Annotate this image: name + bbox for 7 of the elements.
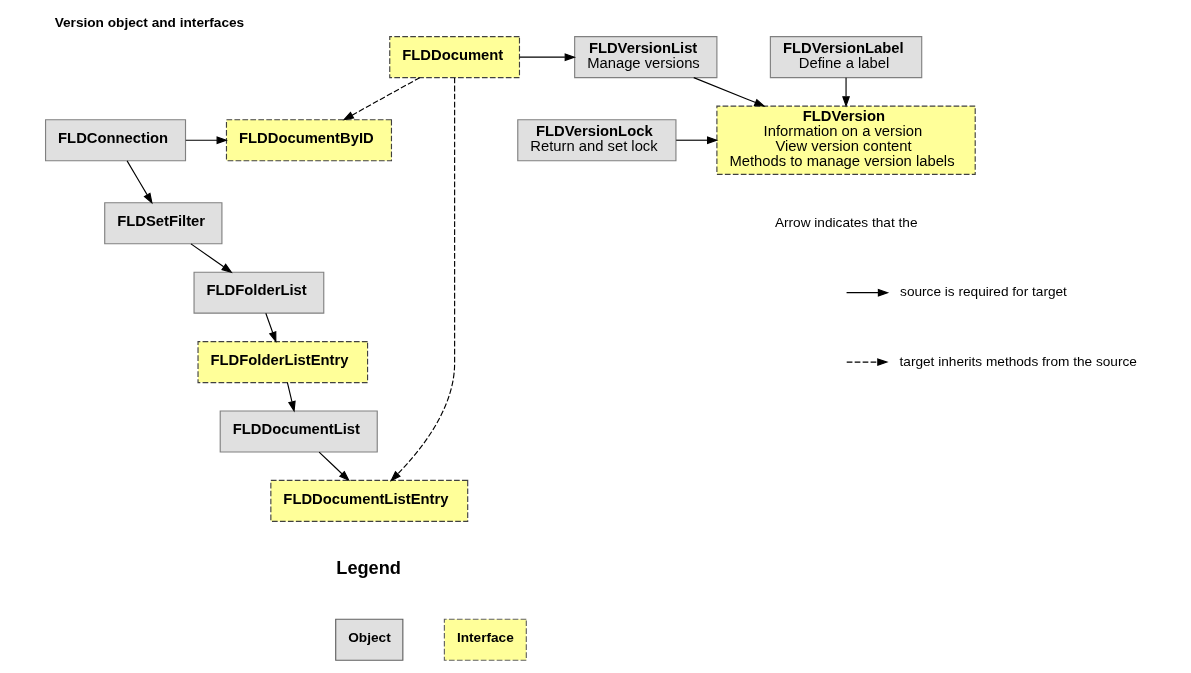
- legend-label: Object: [347, 630, 391, 646]
- legend-label: Interface: [456, 630, 514, 646]
- legend-label: source is required for target: [899, 284, 1067, 300]
- diagram-title: Version object and interfaces: [54, 15, 244, 31]
- label: Legend: [335, 557, 401, 578]
- legend-label: target inherits methods from the source: [899, 353, 1137, 369]
- label: Arrow indicates that the: [774, 214, 917, 230]
